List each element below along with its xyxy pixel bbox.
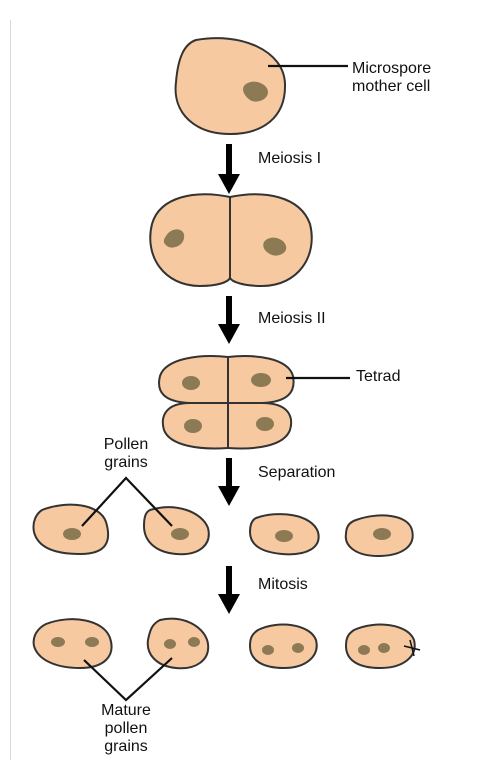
label-pollen-line2: grains	[76, 454, 176, 472]
label-mature-line1: Mature	[76, 702, 176, 720]
mature-pollen-grain	[346, 625, 420, 668]
dyad-cell	[150, 194, 312, 286]
label-tetrad: Tetrad	[356, 368, 400, 386]
arrow-mitosis	[218, 566, 240, 614]
mature-pollen-grain	[34, 619, 112, 668]
microspore-mother-cell	[176, 38, 285, 134]
nucleus	[171, 528, 189, 540]
label-separation: Separation	[258, 464, 335, 482]
nucleus	[63, 528, 81, 540]
label-meiosis-1: Meiosis I	[258, 150, 321, 168]
nucleus	[373, 528, 391, 540]
label-mature-line2: pollen	[76, 720, 176, 738]
nucleus	[85, 637, 99, 647]
nucleus	[256, 417, 274, 431]
arrow-separation	[218, 458, 240, 506]
pollen-grain	[250, 514, 319, 554]
label-microspore-line1: Microspore	[352, 60, 431, 78]
pollen-grain	[33, 505, 108, 554]
label-mature-line3: grains	[76, 738, 176, 756]
pollen-grain	[144, 507, 209, 554]
nucleus	[262, 645, 274, 655]
nucleus	[184, 419, 202, 433]
label-mitosis: Mitosis	[258, 576, 308, 594]
nucleus	[164, 639, 176, 649]
nucleus	[51, 637, 65, 647]
arrow-meiosis-2	[218, 296, 240, 344]
label-pollen-line1: Pollen	[76, 436, 176, 454]
nucleus	[378, 643, 390, 653]
tetrad-cell	[159, 356, 294, 448]
mature-pollen-grain	[148, 619, 208, 669]
nucleus	[188, 637, 200, 647]
arrow-meiosis-1	[218, 144, 240, 194]
nucleus	[182, 376, 200, 390]
mature-pollen-grain	[250, 625, 317, 668]
nucleus	[251, 373, 271, 387]
pollen-grain	[346, 515, 413, 556]
nucleus	[275, 530, 293, 542]
nucleus	[292, 643, 304, 653]
label-meiosis-2: Meiosis II	[258, 310, 326, 328]
nucleus	[358, 645, 370, 655]
label-microspore-line2: mother cell	[352, 78, 430, 96]
